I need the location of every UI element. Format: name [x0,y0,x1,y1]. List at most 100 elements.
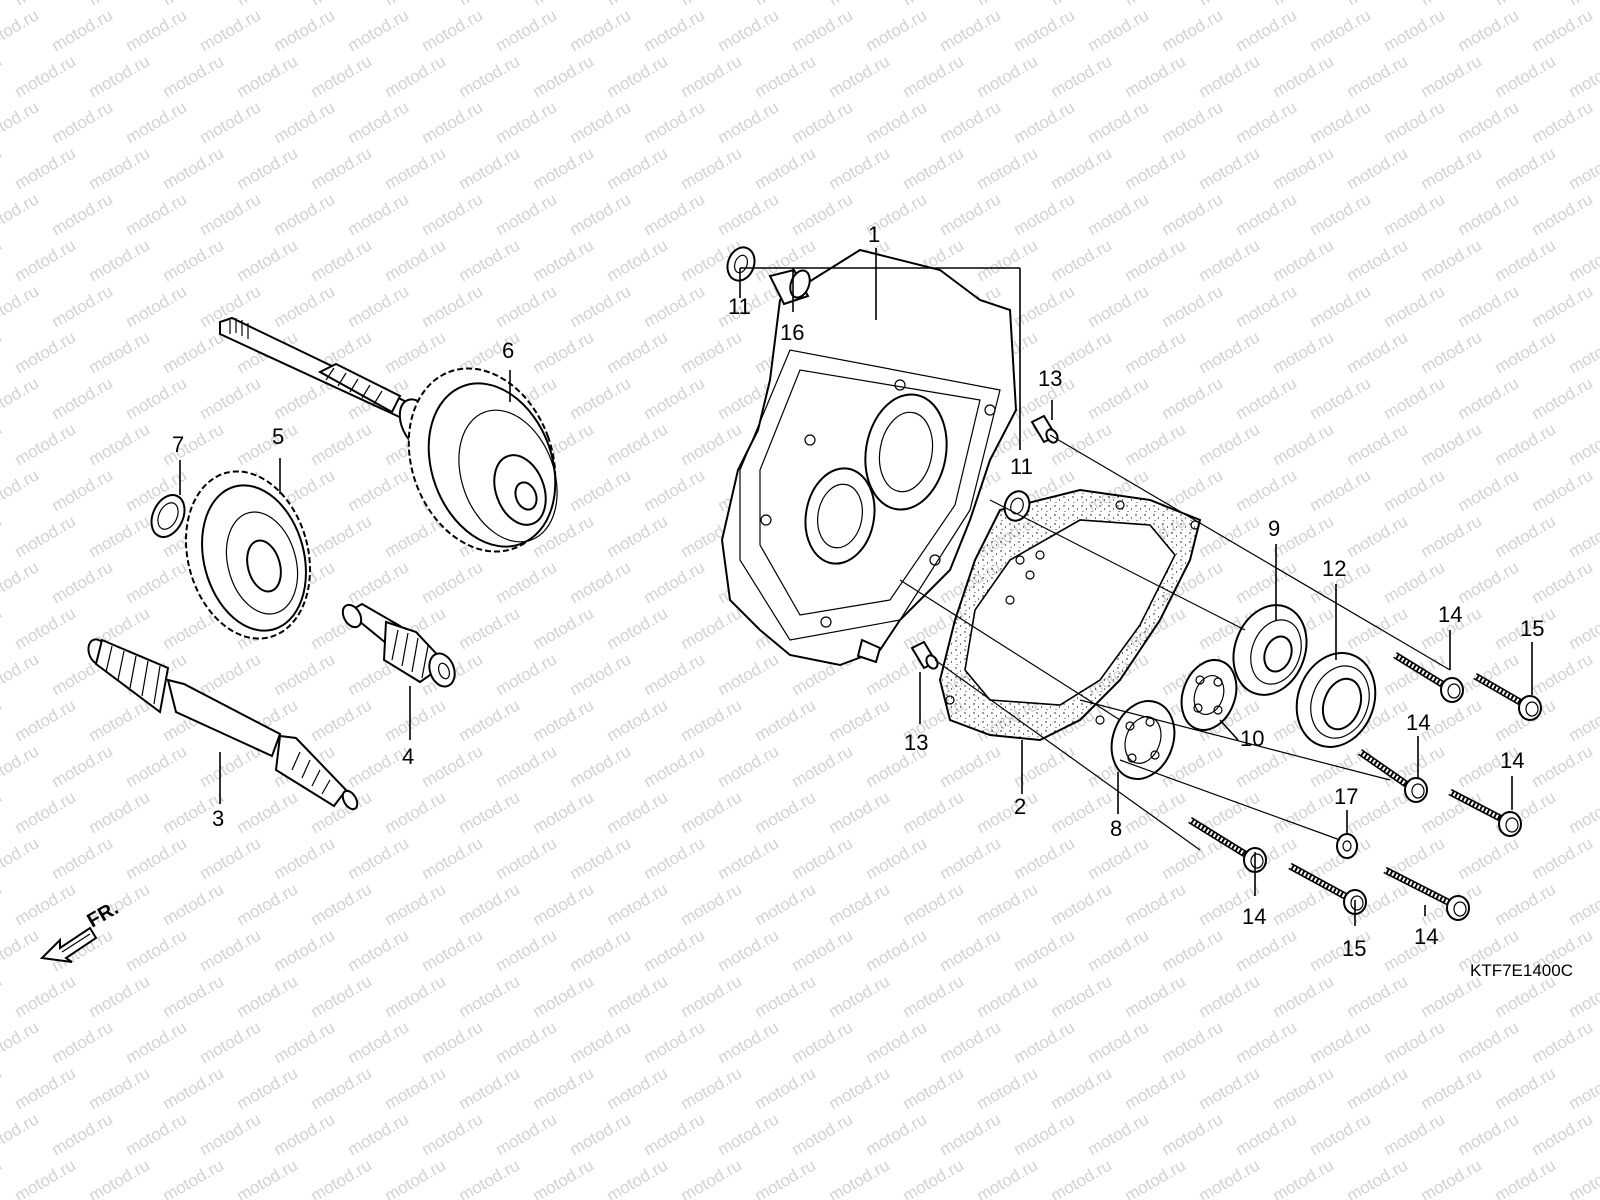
watermark-text: motod.ru [640,741,708,791]
watermark-text: motod.ru [85,235,153,285]
watermark-text: motod.ru [1380,465,1448,515]
watermark-text: motod.ru [1084,373,1152,423]
watermark-text: motod.ru [455,603,523,653]
watermark-text: motod.ru [566,1017,634,1067]
watermark-text: motod.ru [1010,5,1078,55]
watermark-text: motod.ru [1417,1063,1485,1113]
watermark-text: motod.ru [1343,511,1411,561]
watermark-text: motod.ru [455,1155,523,1200]
watermark-text: motod.ru [1417,0,1485,9]
watermark-text: motod.ru [1195,235,1263,285]
watermark-text: motod.ru [529,327,597,377]
watermark-text: motod.ru [418,833,486,883]
watermark-text: motod.ru [603,143,671,193]
watermark-text: motod.ru [492,925,560,975]
watermark-text: motod.ru [307,143,375,193]
watermark-text: motod.ru [936,1109,1004,1159]
watermark-text: motod.ru [603,51,671,101]
watermark-text: motod.ru [1565,51,1600,101]
watermark-text: motod.ru [492,281,560,331]
watermark-text: motod.ru [344,465,412,515]
watermark-text: motod.ru [159,51,227,101]
watermark-text: motod.ru [973,971,1041,1021]
watermark-text: motod.ru [381,695,449,745]
watermark-text: motod.ru [862,1017,930,1067]
watermark-text: motod.ru [640,649,708,699]
watermark-text: motod.ru [0,97,42,147]
watermark-text: motod.ru [492,557,560,607]
watermark-text: motod.ru [677,971,745,1021]
watermark-text: motod.ru [714,97,782,147]
watermark-text: motod.ru [714,741,782,791]
watermark-text: motod.ru [1491,0,1559,9]
watermark-text: motod.ru [1454,557,1522,607]
watermark-text: motod.ru [1269,51,1337,101]
watermark-text: motod.ru [1565,419,1600,469]
watermark-text: motod.ru [1306,465,1374,515]
watermark-text: motod.ru [1343,603,1411,653]
watermark-text: motod.ru [11,1063,79,1113]
watermark-text: motod.ru [1528,373,1596,423]
part-drive-shaft [87,638,359,811]
part-transmission-case [720,248,1018,667]
watermark-text: motod.ru [122,741,190,791]
watermark-text: motod.ru [1121,143,1189,193]
watermark-text: motod.ru [1417,1155,1485,1200]
watermark-text: motod.ru [640,189,708,239]
flange-bolt [1393,652,1464,703]
watermark-text: motod.ru [566,833,634,883]
watermark-text: motod.ru [344,5,412,55]
callout-16: 16 [780,320,804,345]
watermark-text: motod.ru [899,971,967,1021]
watermark-text: motod.ru [1454,373,1522,423]
watermark-text: motod.ru [307,695,375,745]
watermark-text: motod.ru [270,925,338,975]
watermark-text: motod.ru [344,281,412,331]
watermark-text: motod.ru [1269,1155,1337,1200]
watermark-text: motod.ru [936,833,1004,883]
watermark-text: motod.ru [751,143,819,193]
part-final-shaft-gear [219,316,558,553]
watermark-text: motod.ru [344,557,412,607]
watermark-text: motod.ru [640,465,708,515]
watermark-text: motod.ru [825,51,893,101]
watermark-text: motod.ru [85,419,153,469]
part-bearing-11-mid [1003,490,1031,522]
flange-bolt [1383,866,1470,921]
watermark-text: motod.ru [1195,327,1263,377]
watermark-text: motod.ru [1528,557,1596,607]
watermark-text: motod.ru [85,51,153,101]
watermark-text: motod.ru [1269,143,1337,193]
watermark-text: motod.ru [233,51,301,101]
watermark-text: motod.ru [48,557,116,607]
watermark-text: motod.ru [1084,1017,1152,1067]
watermark-text: motod.ru [1232,5,1300,55]
flange-bolt [1473,672,1542,721]
watermark-text: motod.ru [455,787,523,837]
watermark-text: motod.ru [899,787,967,837]
watermark-text: motod.ru [751,51,819,101]
watermark-text: motod.ru [1195,1155,1263,1200]
callout-15-a: 15 [1520,616,1544,641]
watermark-text: motod.ru [825,0,893,9]
watermark-text: motod.ru [492,741,560,791]
watermark-text: motod.ru [1047,1063,1115,1113]
watermark-text: motod.ru [1565,511,1600,561]
watermark-text: motod.ru [0,0,5,9]
watermark-text: motod.ru [566,741,634,791]
watermark-text: motod.ru [1306,97,1374,147]
watermark-text: motod.ru [1084,281,1152,331]
watermark-text: motod.ru [1565,0,1600,9]
watermark-text: motod.ru [1121,879,1189,929]
watermark-text: motod.ru [196,833,264,883]
watermark-text: motod.ru [1047,51,1115,101]
watermark-text: motod.ru [1528,5,1596,55]
watermark-text: motod.ru [529,235,597,285]
watermark-text: motod.ru [0,143,5,193]
watermark-text: motod.ru [233,787,301,837]
callout-3: 3 [212,806,224,831]
watermark-text: motod.ru [825,695,893,745]
watermark-text: motod.ru [85,1063,153,1113]
watermark-text: motod.ru [1380,281,1448,331]
watermark-text: motod.ru [159,0,227,9]
